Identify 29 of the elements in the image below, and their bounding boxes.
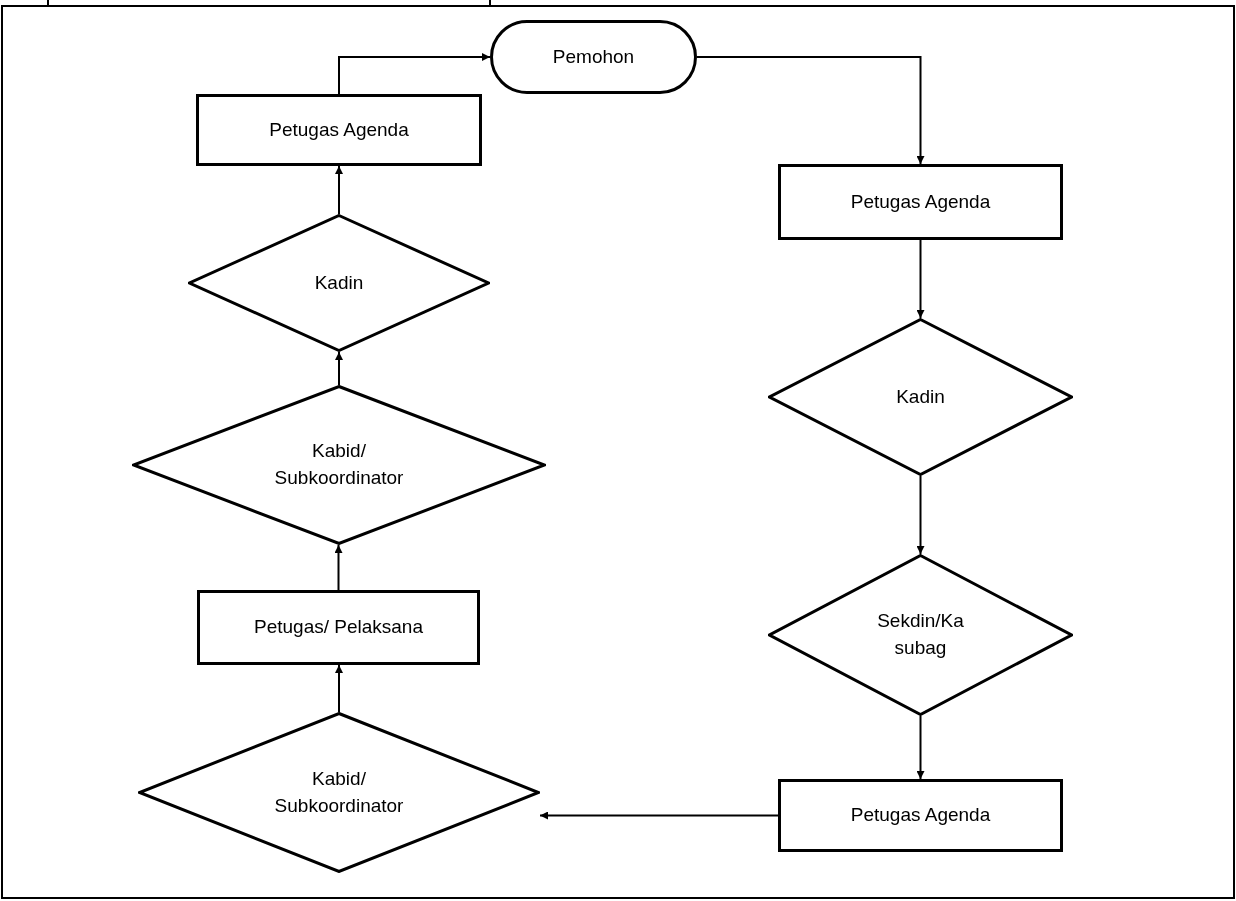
node-label: Petugas Agenda bbox=[269, 117, 409, 142]
node-label: Sekdin/Ka subag bbox=[876, 609, 965, 660]
node-label: Kadin bbox=[896, 384, 945, 409]
process-box bbox=[197, 590, 480, 665]
node-label: Petugas Agenda bbox=[850, 189, 991, 214]
arrow bbox=[338, 53, 491, 95]
node-label: Petugas/ Pelaksana bbox=[254, 615, 423, 640]
arrow bbox=[335, 664, 343, 713]
decision-diamond bbox=[768, 318, 1073, 476]
arrow bbox=[334, 544, 343, 591]
node-label: Kadin bbox=[314, 270, 364, 295]
node-label: Kabid/ Subkoordinator bbox=[274, 766, 404, 818]
arrow bbox=[539, 811, 779, 820]
arrow bbox=[916, 715, 925, 780]
process-box bbox=[778, 779, 1063, 852]
arrow bbox=[335, 351, 343, 386]
node-label: Kabid/ Subkoordinator bbox=[274, 439, 404, 490]
arrow bbox=[916, 475, 925, 555]
node-label: Petugas Agenda bbox=[850, 803, 991, 828]
arrow bbox=[335, 165, 343, 215]
decision-diamond bbox=[768, 554, 1073, 716]
decision-diamond bbox=[138, 712, 540, 873]
process-box bbox=[196, 94, 482, 166]
arrow bbox=[696, 56, 925, 165]
arrow bbox=[916, 239, 925, 319]
decision-diamond bbox=[132, 385, 546, 545]
node-label: Pemohon bbox=[552, 44, 635, 69]
process-box bbox=[778, 164, 1063, 240]
decision-diamond bbox=[188, 214, 490, 352]
